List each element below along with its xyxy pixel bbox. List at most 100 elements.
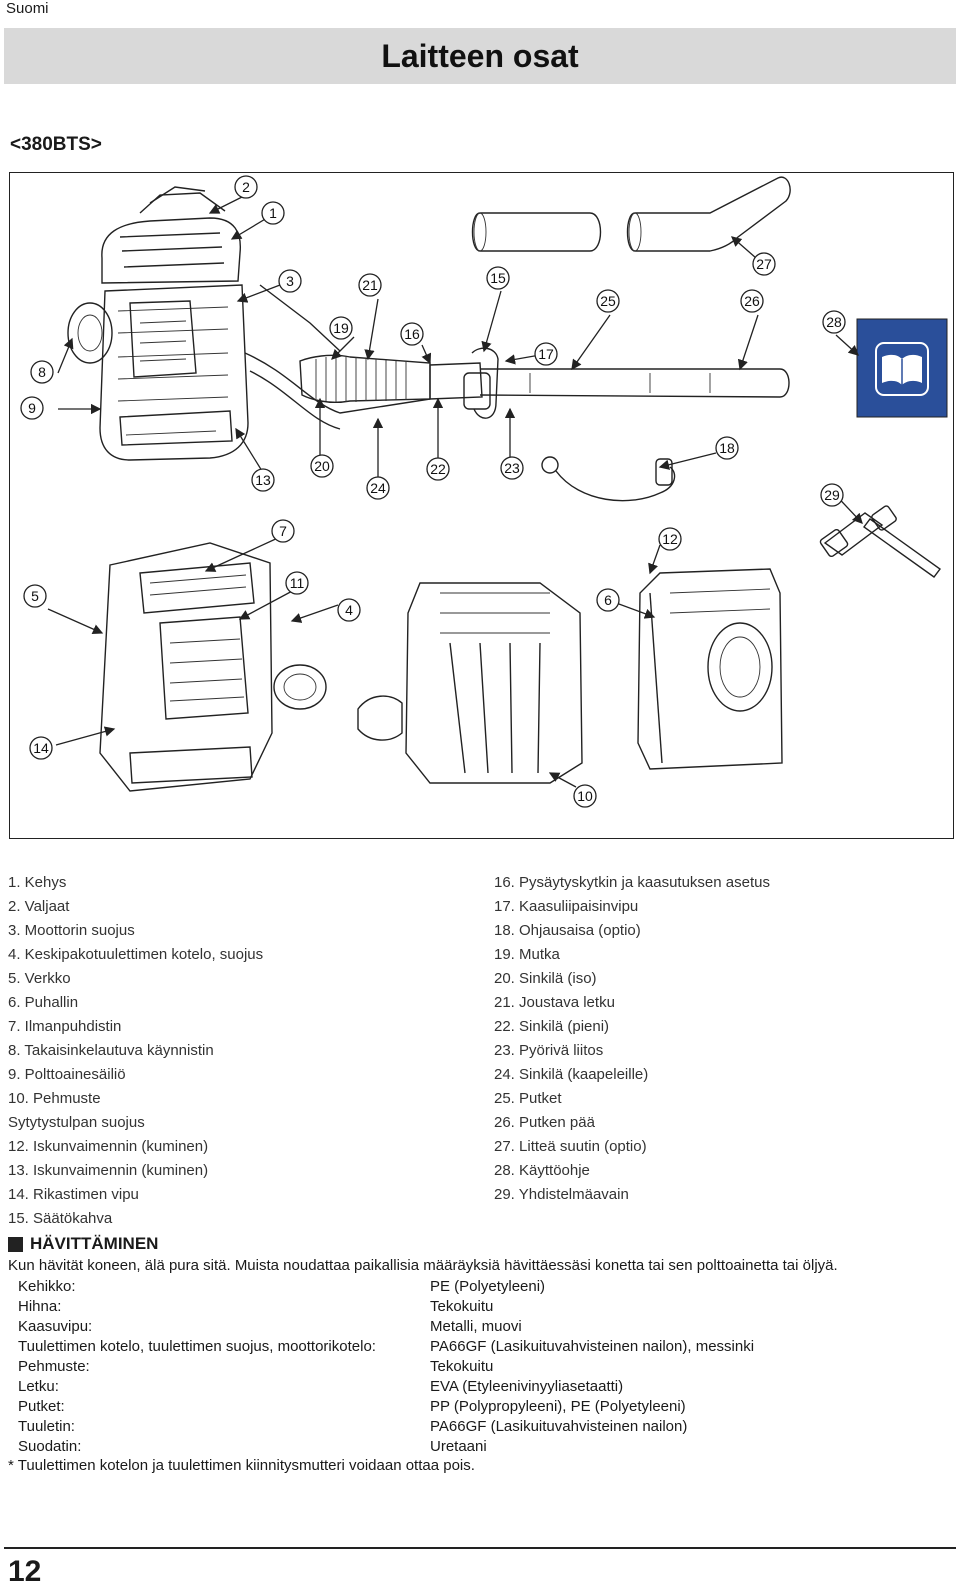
svg-text:5: 5 xyxy=(31,588,39,604)
table-row: Hihna: Tekokuitu xyxy=(18,1297,754,1317)
svg-text:29: 29 xyxy=(824,487,840,503)
svg-text:9: 9 xyxy=(28,400,36,416)
combination-wrench xyxy=(819,505,941,578)
svg-text:3: 3 xyxy=(286,273,294,289)
list-item: 8. Takaisinkelautuva käynnistin xyxy=(8,1042,214,1059)
list-item: 2. Valjaat xyxy=(8,898,70,915)
svg-text:2: 2 xyxy=(242,179,250,195)
callout-4: 4 xyxy=(337,598,361,622)
table-row: Tuulettimen kotelo, tuulettimen suojus, … xyxy=(18,1337,754,1357)
svg-text:13: 13 xyxy=(255,472,271,488)
list-item: 19. Mutka xyxy=(494,946,560,963)
list-item: 15. Säätökahva xyxy=(8,1210,113,1227)
callout-6: 6 xyxy=(596,588,620,612)
callout-20: 20 xyxy=(310,454,334,478)
svg-text:6: 6 xyxy=(604,592,612,608)
svg-text:21: 21 xyxy=(362,277,378,293)
list-item: 9. Polttoainesäiliö xyxy=(8,1066,126,1083)
list-item: 26. Putken pää xyxy=(494,1114,595,1131)
callout-2: 2 xyxy=(234,175,258,199)
material-item: Kaasuvipu: xyxy=(18,1318,93,1335)
list-item: 22. Sinkilä (pieni) xyxy=(494,1018,610,1035)
material-item: Tuulettimen kotelo, tuulettimen suojus, … xyxy=(18,1338,376,1355)
list-item: 27. Litteä suutin (optio) xyxy=(494,1138,647,1155)
list-item: 14. Rikastimen vipu xyxy=(8,1186,139,1203)
hose-and-tubes xyxy=(299,176,791,502)
callout-19: 19 xyxy=(329,316,353,340)
material-value: Tekokuitu xyxy=(430,1298,494,1315)
callout-28: 28 xyxy=(822,310,846,334)
material-item: Letku: xyxy=(18,1378,59,1395)
blower-unit-top xyxy=(67,186,431,461)
parts-list-right: 16. Pysäytyskytkin ja kaasutuksen asetus… xyxy=(494,871,770,1207)
list-item: 5. Verkko xyxy=(8,970,71,987)
list-item: 3. Moottorin suojus xyxy=(8,922,135,939)
material-value: Tekokuitu xyxy=(430,1358,494,1375)
list-item: Sytytystulpan suojus xyxy=(8,1114,145,1131)
svg-text:7: 7 xyxy=(279,523,287,539)
callout-9: 9 xyxy=(20,396,44,420)
svg-text:11: 11 xyxy=(290,575,305,591)
callout-26: 26 xyxy=(740,289,764,313)
callout-13: 13 xyxy=(251,468,275,492)
parts-list-left: 1. Kehys 2. Valjaat 3. Moottorin suojus … xyxy=(8,871,263,1231)
callout-14: 14 xyxy=(29,736,53,760)
svg-text:22: 22 xyxy=(430,461,446,477)
list-item: 29. Yhdistelmäavain xyxy=(494,1186,629,1203)
callout-27: 27 xyxy=(752,252,776,276)
leader-lines xyxy=(47,194,863,788)
svg-text:24: 24 xyxy=(370,480,386,496)
callout-22: 22 xyxy=(426,457,450,481)
materials-table: Kehikko:PE (Polyetyleeni) Hihna:Tekokuit… xyxy=(18,1277,754,1457)
svg-text:17: 17 xyxy=(538,346,554,362)
table-row: Kaasuvipu:Metalli, muovi xyxy=(18,1317,754,1337)
list-item: 1. Kehys xyxy=(8,874,67,891)
callout-7: 7 xyxy=(271,519,295,543)
table-row: Pehmuste: Tekokuitu xyxy=(18,1357,754,1377)
svg-text:1: 1 xyxy=(269,205,277,221)
page-title: Laitteen osat xyxy=(381,37,579,74)
list-item: 4. Keskipakotuulettimen kotelo, suojus xyxy=(8,946,264,963)
svg-text:8: 8 xyxy=(38,364,46,380)
callout-16: 16 xyxy=(400,322,424,346)
callout-3: 3 xyxy=(278,269,302,293)
material-value: PA66GF (Lasikuituvahvisteinen nailon) xyxy=(430,1418,688,1435)
material-item: Pehmuste: xyxy=(18,1358,90,1375)
svg-text:26: 26 xyxy=(744,293,760,309)
table-row: Tuuletin: PA66GF (Lasikuituvahvisteinen n… xyxy=(18,1417,754,1437)
language-label: Suomi xyxy=(6,0,49,17)
callout-12: 12 xyxy=(658,527,682,551)
callout-15: 15 xyxy=(486,266,510,290)
svg-text:28: 28 xyxy=(826,314,842,330)
list-item: 10. Pehmuste xyxy=(8,1090,101,1107)
list-item: 12. Iskunvaimennin (kuminen) xyxy=(8,1138,209,1155)
svg-text:20: 20 xyxy=(314,458,330,474)
blower-views-bottom xyxy=(99,542,783,792)
list-item: 25. Putket xyxy=(494,1090,562,1107)
list-item: 28. Käyttöohje xyxy=(494,1162,590,1179)
callout-18: 18 xyxy=(715,436,739,460)
material-item: Suodatin: xyxy=(18,1438,82,1455)
table-row: Letku:EVA (Etyleenivinyyliasetaatti) xyxy=(18,1377,754,1397)
list-item: 7. Ilmanpuhdistin xyxy=(8,1018,122,1035)
table-row: Putket:PP (Polypropyleeni), PE (Polyetyl… xyxy=(18,1397,754,1417)
svg-text:14: 14 xyxy=(33,740,49,756)
list-item: 24. Sinkilä (kaapeleille) xyxy=(494,1066,649,1083)
callout-23: 23 xyxy=(500,456,524,480)
disposal-heading-text: HÄVITTÄMINEN xyxy=(30,1234,159,1253)
disposal-intro: Kun hävität koneen, älä pura sitä. Muist… xyxy=(8,1257,838,1274)
callout-10: 10 xyxy=(573,784,597,808)
list-item: 23. Pyörivä liitos xyxy=(494,1042,604,1059)
list-item: 18. Ohjausaisa (optio) xyxy=(494,922,641,939)
callout-5: 5 xyxy=(23,584,47,608)
list-item: 16. Pysäytyskytkin ja kaasutuksen asetus xyxy=(494,874,770,891)
callout-8: 8 xyxy=(30,360,54,384)
parts-illustration: 2 1 3 21 15 25 26 27 28 19 16 17 8 9 18 … xyxy=(20,175,948,808)
list-item: 21. Joustava letku xyxy=(494,994,615,1011)
material-item: Tuuletin: xyxy=(18,1418,75,1435)
svg-text:25: 25 xyxy=(600,293,616,309)
material-item: Hihna: xyxy=(18,1298,62,1315)
svg-text:4: 4 xyxy=(345,602,353,618)
disposal-heading: HÄVITTÄMINEN xyxy=(8,1234,158,1254)
callout-29: 29 xyxy=(820,483,844,507)
